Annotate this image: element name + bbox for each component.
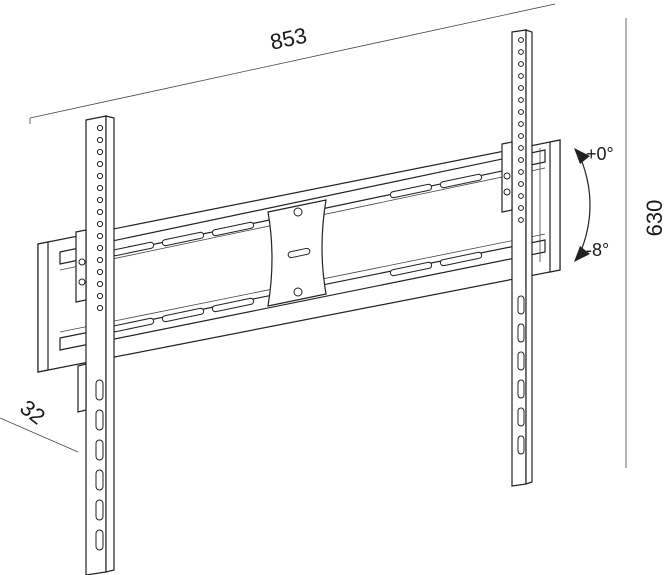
tilt-up-label: +0° bbox=[586, 144, 614, 164]
tilt-arrow-down-icon bbox=[574, 246, 590, 262]
right-arm-round-holes bbox=[518, 37, 524, 223]
left-arm-screw-icon bbox=[78, 258, 86, 266]
right-vertical-arm bbox=[501, 29, 533, 487]
width-label: 853 bbox=[268, 23, 309, 55]
wall-bracket bbox=[37, 139, 561, 373]
height-label: 630 bbox=[642, 200, 667, 237]
tilt-indicator: +0° -8° bbox=[574, 144, 614, 262]
left-vertical-arm bbox=[75, 115, 115, 575]
upper-rail-slots bbox=[111, 173, 483, 257]
width-dimension: 853 bbox=[29, 3, 556, 124]
tilt-arrow-up-icon bbox=[574, 148, 590, 164]
depth-label: 32 bbox=[15, 395, 50, 430]
left-arm-round-holes bbox=[96, 124, 104, 312]
left-arm-slots bbox=[95, 379, 104, 551]
lower-rail-slots bbox=[111, 251, 483, 333]
center-plate bbox=[267, 199, 327, 307]
depth-dimension: 32 bbox=[0, 395, 79, 453]
right-arm-screw-icon bbox=[503, 172, 511, 180]
tilt-down-label: -8° bbox=[586, 240, 609, 260]
height-dimension: 630 bbox=[625, 18, 667, 468]
right-arm-slots bbox=[517, 295, 525, 455]
